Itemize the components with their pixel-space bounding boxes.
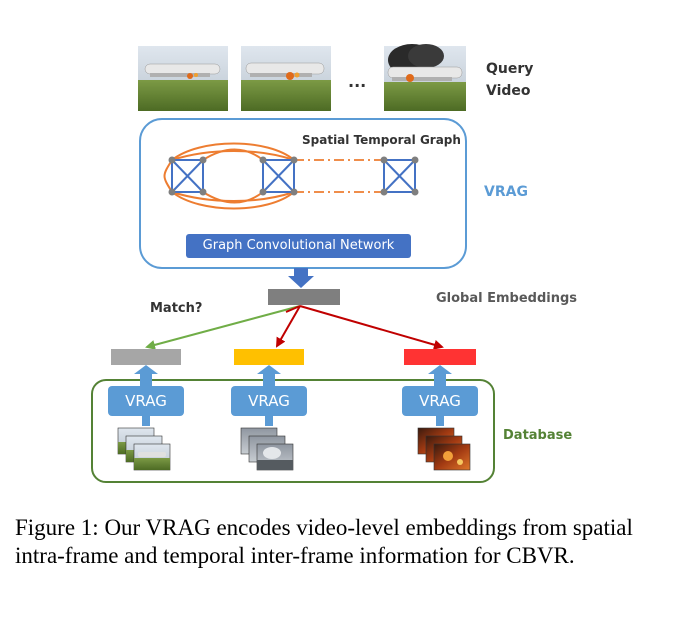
frames-ellipsis: ...	[348, 72, 367, 91]
db-vrag-box-1	[108, 386, 184, 416]
db-up-arrows	[134, 365, 452, 386]
gcn-label: Graph Convolutional Network	[202, 238, 395, 253]
match-arrow-red-stub	[285, 305, 301, 313]
db-thumbnails-1	[117, 427, 171, 471]
gcn-bar	[186, 234, 411, 258]
vrag-label: VRAG	[484, 184, 528, 200]
query-embedding	[268, 289, 340, 305]
temporal-arcs	[163, 142, 295, 210]
spatial-graph-1	[168, 156, 207, 196]
db-embedding-red	[404, 349, 476, 365]
figure-caption: Figure 1: Our VRAG encodes video-level e…	[15, 515, 633, 568]
match-label: Match?	[150, 301, 203, 316]
db-vrag-label-2: VRAG	[248, 392, 290, 410]
query-frame-1	[138, 46, 228, 111]
db-thumbnails-3	[417, 427, 471, 471]
query-frame-3	[384, 44, 466, 111]
match-arrow-red-2	[299, 305, 444, 350]
query-frame-2	[241, 46, 331, 111]
database-label: Database	[503, 428, 573, 443]
global-embeddings-label: Global Embeddings	[436, 291, 578, 306]
db-vrag-box-2	[231, 386, 307, 416]
database-box	[91, 379, 495, 483]
figure: Query Video ... Spatial Temporal Graph V…	[91, 44, 578, 483]
db-vrag-label-3: VRAG	[419, 392, 461, 410]
db-vrag-label-1: VRAG	[125, 392, 167, 410]
figure-diagram	[91, 44, 495, 483]
db-thumbnails-2	[240, 427, 294, 471]
db-embedding-yellow	[234, 349, 304, 365]
match-arrow-green	[145, 305, 301, 350]
query-video-label: Query Video	[486, 58, 546, 102]
db-embedding-gray	[111, 349, 181, 365]
match-arrow-red-1	[276, 305, 301, 348]
query-video-text: Query Video	[486, 61, 534, 99]
db-vrag-box-3	[402, 386, 478, 416]
spatial-temporal-graph-label: Spatial Temporal Graph	[302, 133, 461, 147]
temporal-dashed-links	[294, 159, 384, 193]
thumb-up-arrows	[142, 416, 444, 426]
spatial-graph-2	[259, 156, 298, 196]
spatial-graph-3	[380, 156, 419, 196]
down-arrow	[288, 268, 314, 288]
